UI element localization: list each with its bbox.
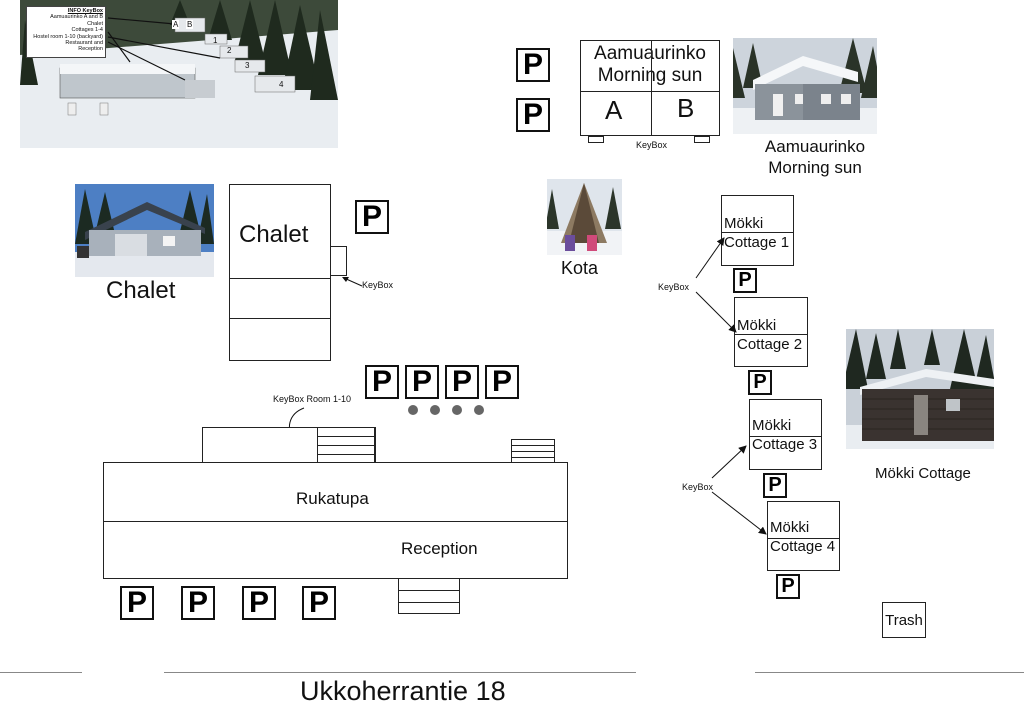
trash-label: Trash (885, 611, 923, 629)
cottage-1-line1: Mökki (724, 215, 764, 232)
cottage-1-line2: Cottage 1 (724, 234, 790, 251)
cottage-keybox-label-upper: KeyBox (658, 282, 690, 292)
keybox-rooms-label: KeyBox Room 1-10 (273, 394, 352, 404)
parking-sign: P (355, 200, 389, 234)
cottage-keybox-arrows-lower (711, 445, 767, 535)
aerial-mark-3: 3 (245, 61, 250, 70)
parking-sign: P (763, 473, 787, 498)
aamuaurinko-caption-line1: Aamuaurinko (764, 137, 866, 156)
chalet-keybox-label: KeyBox (362, 280, 394, 290)
parking-sign: P (120, 586, 154, 620)
aerial-mark-b: B (186, 20, 194, 29)
aamuaurinko-keybox-a (588, 136, 604, 143)
aamuaurinko-keybox-label: KeyBox (636, 140, 668, 150)
cottage-4-line2: Cottage 4 (770, 538, 836, 555)
cottage-4-line1: Mökki (770, 519, 810, 536)
address-label: Ukkoherrantie 18 (300, 676, 506, 706)
aamuaurinko-title: Aamuaurinko Morning sun (581, 41, 719, 92)
aamuaurinko-unit-b: B (677, 93, 695, 123)
parking-sign: P (516, 98, 550, 132)
info-legend-line: Aamuaurinko A and B (50, 14, 103, 21)
parking-sign: P (365, 365, 399, 399)
chalet-label: Chalet (239, 221, 309, 248)
chalet-keybox-arrow (342, 277, 363, 287)
aamuaurinko-keybox-b (694, 136, 710, 143)
aamuaurinko-photo-caption: Aamuaurinko Morning sun (752, 136, 878, 178)
aamuaurinko-caption-line2: Morning sun (768, 158, 862, 177)
parking-sign: P (516, 48, 550, 82)
kota-caption: Kota (561, 258, 599, 278)
aerial-info-photo: INFO KeyBox Aamuaurinko A and B Chalet C… (20, 0, 338, 148)
cottage-2-line1: Mökki (737, 317, 777, 334)
aamuaurinko-unit-a: A (605, 95, 623, 125)
parking-sign: P (445, 365, 479, 399)
road-edge (164, 672, 636, 673)
cottage-3-line2: Cottage 3 (752, 436, 818, 453)
rukatupa-label: Rukatupa (296, 489, 369, 508)
cottage-2-line2: Cottage 2 (737, 336, 803, 353)
cottage-photo-caption: Mökki Cottage (875, 465, 971, 482)
info-legend-line: Restaurant and (65, 40, 103, 47)
info-legend-title: INFO KeyBox (67, 8, 103, 14)
aerial-mark-2: 2 (227, 46, 232, 55)
info-legend-line: Reception (78, 46, 103, 53)
aerial-mark-1: 1 (213, 36, 218, 45)
cottage-keybox-label-lower: KeyBox (682, 482, 714, 492)
parking-sign: P (181, 586, 215, 620)
parking-sign: P (748, 370, 772, 395)
chalet-keybox (330, 246, 347, 276)
parking-sign: P (733, 268, 757, 293)
info-legend-line: Hostel room 1-10 (backyard) (33, 33, 103, 40)
chalet-building: Chalet (229, 184, 331, 361)
cottage-photo (846, 329, 994, 449)
cottage-3: Mökki Cottage 3 (749, 399, 822, 470)
aerial-mark-a: A (172, 20, 180, 29)
info-legend-line: Cottages 1-4 (71, 27, 104, 34)
aamuaurinko-building: Aamuaurinko Morning sun A B (580, 40, 720, 136)
cottage-2: Mökki Cottage 2 (734, 297, 808, 367)
side-stairs (511, 439, 555, 463)
cottage-keybox-arrows-upper (695, 237, 737, 333)
kota-photo (547, 179, 622, 255)
parking-marker-dot (452, 405, 462, 415)
reception-label: Reception (401, 539, 478, 558)
aamuaurinko-title-line1: Aamuaurinko (594, 43, 706, 64)
cottage-3-line1: Mökki (752, 417, 792, 434)
info-legend-line: Chalet (87, 20, 103, 27)
aamuaurinko-photo (733, 38, 877, 134)
reception-stairs (398, 578, 460, 614)
parking-marker-dot (474, 405, 484, 415)
parking-sign: P (242, 586, 276, 620)
parking-sign: P (776, 574, 800, 599)
main-building: Rukatupa Reception (103, 462, 568, 579)
cottage-1: Mökki Cottage 1 (721, 195, 794, 266)
parking-sign: P (485, 365, 519, 399)
parking-marker-dot (408, 405, 418, 415)
road-edge (0, 672, 82, 673)
chalet-photo (75, 184, 214, 277)
info-legend: INFO KeyBox Aamuaurinko A and B Chalet C… (26, 6, 106, 58)
hostel-stairs (317, 427, 375, 463)
aamuaurinko-title-line2: Morning sun (597, 65, 703, 86)
parking-sign: P (302, 586, 336, 620)
parking-marker-dot (430, 405, 440, 415)
road-edge (755, 672, 1024, 673)
parking-sign: P (405, 365, 439, 399)
cottage-4: Mökki Cottage 4 (767, 501, 840, 571)
trash-point: Trash (882, 602, 926, 638)
chalet-photo-caption: Chalet (106, 277, 176, 304)
aerial-mark-4: 4 (279, 80, 284, 89)
